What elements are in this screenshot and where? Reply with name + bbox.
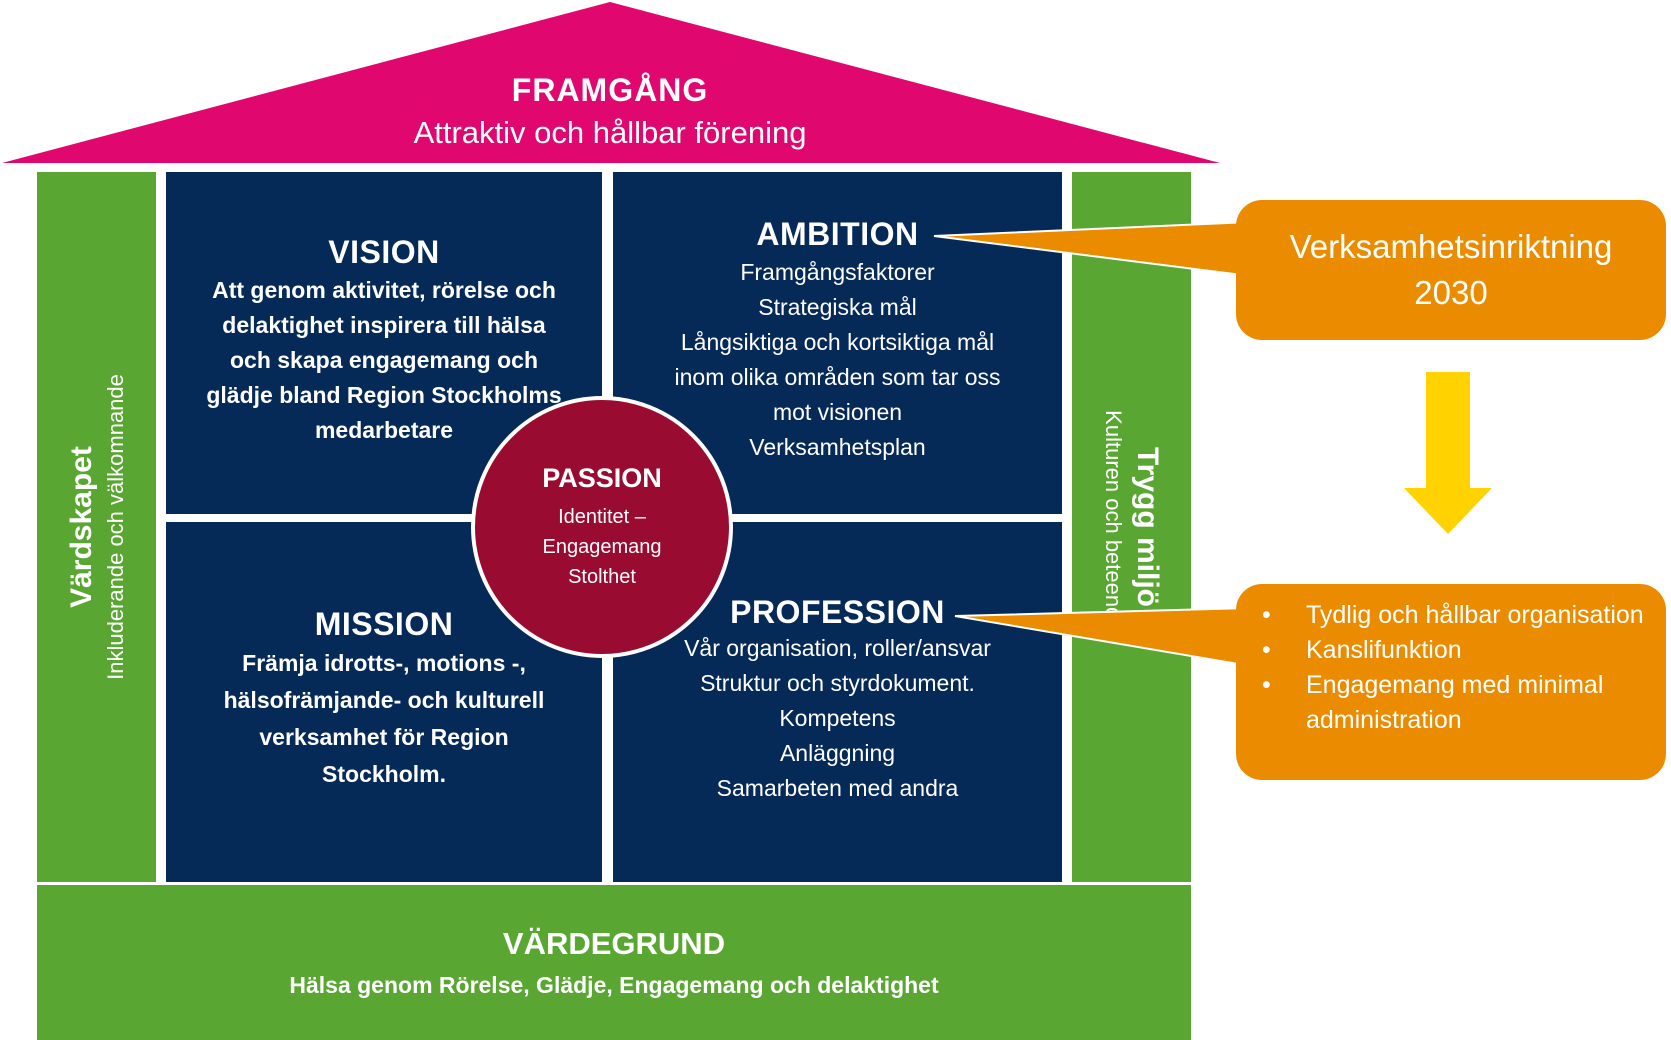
roof-text: FRAMGÅNG Attraktiv och hållbar förening (300, 72, 920, 151)
ambition-title: AMBITION (756, 216, 919, 252)
vision-line: delaktighet inspirera till hälsa (222, 312, 546, 338)
vision-panel: VISION Att genom aktivitet, rörelse och … (166, 172, 602, 514)
right-pillar-title: Trygg miljö (1130, 446, 1164, 608)
down-arrow-icon (1404, 372, 1492, 534)
roof-shape (2, 2, 1220, 163)
right-pillar-subtitle: Kulturen och beteenden (1100, 410, 1126, 644)
callout-bottom-list: Tydlig och hållbar organisation Kanslifu… (1258, 598, 1648, 738)
vision-line: Att genom aktivitet, rörelse och (212, 277, 556, 303)
callout-top-line: Verksamhetsinriktning (1289, 228, 1613, 265)
profession-title: PROFESSION (730, 594, 945, 630)
callout-top: Verksamhetsinriktning 2030 (1236, 200, 1666, 340)
profession-line: Samarbeten med andra (716, 775, 959, 801)
passion-line: Engagemang (542, 535, 662, 558)
roof-subtitle: Attraktiv och hållbar förening (413, 115, 807, 150)
ambition-line: inom olika områden som tar oss (674, 364, 1001, 390)
vision-line: glädje bland Region Stockholms (206, 382, 562, 408)
profession-line: Vår organisation, roller/ansvar (684, 635, 991, 661)
vision-title: VISION (328, 234, 440, 270)
callout-bottom-item: Tydlig och hållbar organisation (1258, 598, 1648, 633)
foundation-subtitle: Hälsa genom Rörelse, Glädje, Engagemang … (289, 972, 939, 998)
right-pillar-label: Trygg miljö Kulturen och beteenden (1100, 410, 1164, 644)
mission-line: Stockholm. (322, 761, 446, 787)
left-pillar-subtitle: Inkluderande och välkomnande (102, 374, 128, 680)
vision-line: medarbetare (314, 417, 454, 443)
passion-title: PASSION (542, 462, 662, 493)
vision-line: och skapa engagemang och (229, 347, 539, 373)
profession-line: Kompetens (779, 705, 896, 731)
left-pillar-label: Värdskapet Inkluderande och välkomnande (65, 374, 129, 680)
left-pillar: Värdskapet Inkluderande och välkomnande (37, 172, 156, 882)
foundation-title: VÄRDEGRUND (502, 926, 726, 961)
ambition-line: Strategiska mål (758, 294, 917, 320)
ambition-line: mot visionen (772, 399, 903, 425)
mission-title: MISSION (314, 606, 454, 642)
passion-line: Identitet – (558, 505, 646, 528)
foundation-block: VÄRDEGRUND Hälsa genom Rörelse, Glädje, … (37, 885, 1191, 1040)
ambition-line: Långsiktiga och kortsiktiga mål (680, 329, 995, 355)
mission-line: hälsofrämjande- och kulturell (223, 687, 545, 713)
passion-circle: PASSION Identitet – Engagemang Stolthet (471, 396, 733, 658)
mission-line: verksamhet för Region (259, 724, 509, 750)
roof-title: FRAMGÅNG (511, 72, 709, 108)
ambition-line: Verksamhetsplan (749, 434, 926, 460)
callout-top-line: 2030 (1414, 274, 1488, 311)
profession-line: Struktur och styrdokument. (700, 670, 975, 696)
left-pillar-title: Värdskapet (64, 446, 98, 608)
right-pillar: Trygg miljö Kulturen och beteenden (1072, 172, 1191, 882)
mission-line: Främja idrotts-, motions -, (242, 650, 526, 676)
callout-bottom-item: Kanslifunktion (1258, 633, 1648, 668)
profession-line: Anläggning (779, 740, 896, 766)
callout-bottom: Tydlig och hållbar organisation Kanslifu… (1236, 584, 1666, 780)
ambition-line: Framgångsfaktorer (740, 259, 935, 285)
passion-line: Stolthet (568, 565, 636, 588)
callout-bottom-item: Engagemang med minimal administration (1258, 668, 1648, 738)
